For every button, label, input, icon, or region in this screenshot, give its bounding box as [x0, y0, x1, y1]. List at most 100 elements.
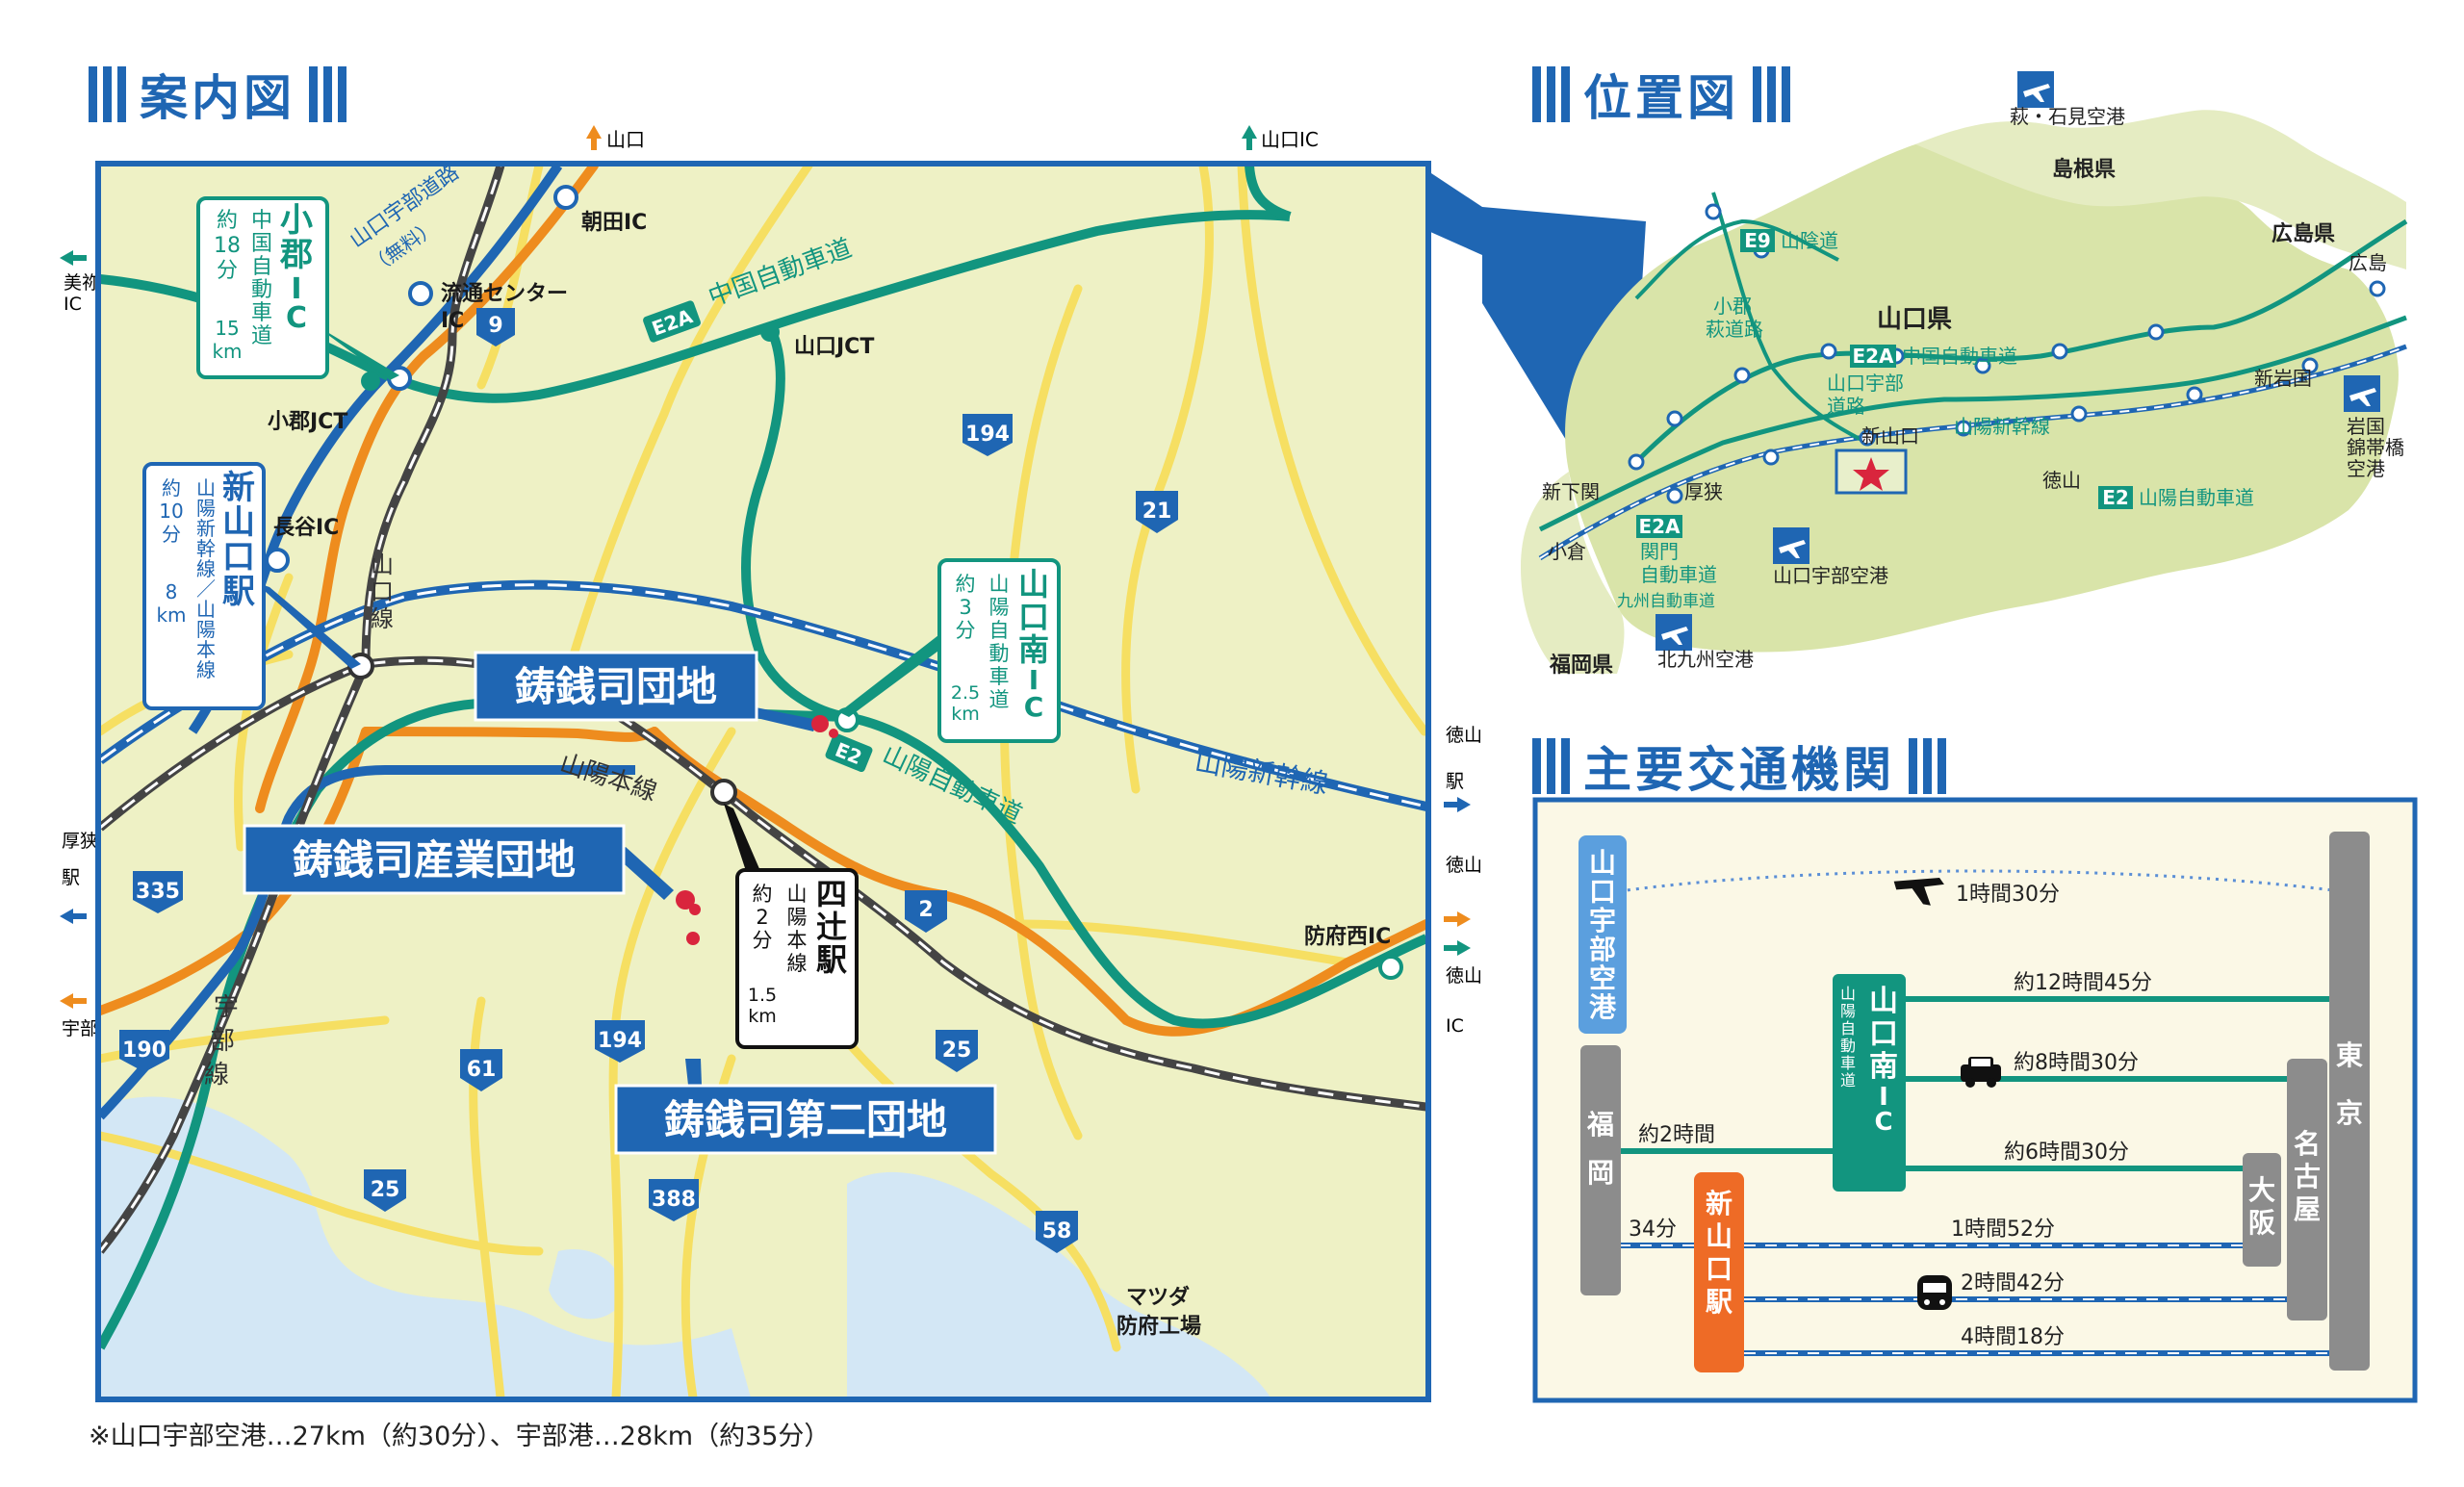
- char: 部: [1589, 934, 1616, 965]
- route-shields: 9 194 21 2 335 190 61 194 25 388 25 58: [119, 308, 1178, 1253]
- char: 山: [787, 883, 808, 906]
- callout-sub: 山 陽 自 動 車 道 約 3 分 2.5 km: [951, 573, 1010, 725]
- arrow-left-ube: 宇部: [60, 993, 98, 1039]
- char: 分: [956, 619, 976, 642]
- char: 線: [196, 658, 216, 681]
- char: 陽: [196, 618, 216, 641]
- callout-title: 小 郡 I C: [279, 201, 313, 335]
- transport-diagram: 1時間30分 約12時間45分 約8時間30分 約2時間 約6時間30分 34分…: [1532, 797, 2418, 1403]
- estate-markers: [676, 715, 838, 945]
- ube-road-loc-label-2: 道路: [1827, 395, 1865, 418]
- loc-route-labels: E9 山陰道 小郡 萩道路 E2A 中国自動車道 山口宇部 道路 山陽新幹線 E…: [1617, 229, 2254, 611]
- callout-yotsutsuji: 四 辻 駅 山 陽 本 線 約 2 分 1.5 km: [735, 868, 859, 1049]
- kyushu-label: 九州自動車道: [1617, 592, 1715, 611]
- char: 山: [222, 503, 255, 542]
- char: 駅: [816, 941, 847, 978]
- suzenji-marker-2: [829, 729, 838, 738]
- jct-connector: [741, 324, 848, 722]
- shin-iwakuni-label: 新岩国: [2254, 367, 2312, 390]
- char: 自: [1840, 1019, 1856, 1038]
- char: 南: [1869, 1050, 1898, 1084]
- arrow-label: 山口IC: [1261, 128, 1319, 151]
- kokura-label: 小倉: [1548, 540, 1586, 563]
- fukuoka-pref-label: 福岡県: [1549, 654, 1613, 678]
- char: 陽: [1840, 1002, 1856, 1020]
- guide-map: 山口 山口IC 美祢 IC 厚狭 駅 宇部 徳山 駅 徳山: [60, 125, 1482, 1402]
- char: 分: [162, 523, 181, 546]
- char: I: [291, 272, 301, 306]
- time-car-nagoya: 約8時間30分: [2014, 1051, 2139, 1075]
- suzenji-sangyo-marker: [676, 890, 695, 910]
- char: 辻: [816, 909, 847, 945]
- arrow-label: IC: [1446, 1015, 1464, 1037]
- char: 線: [196, 557, 216, 580]
- shinkansen-loc-label: 山陽新幹線: [1954, 415, 2050, 438]
- shimane-hiroshima-land: [1915, 110, 2406, 269]
- char: 宇: [1589, 905, 1616, 936]
- nagatani-ic-label: 長谷IC: [273, 516, 339, 540]
- shield-58: 58: [1036, 1211, 1078, 1253]
- guide-map-title: 案内図: [140, 70, 295, 126]
- sanin-label: 山陰道: [1781, 229, 1838, 252]
- shield-194b: 194: [595, 1020, 645, 1063]
- kitakyushu-airport-label: 北九州空港: [1657, 648, 1754, 671]
- callout-title: 新 山 口 駅: [222, 469, 255, 611]
- char: 約: [217, 209, 238, 233]
- yamaguchi-jct-label: 山口JCT: [794, 335, 874, 359]
- callout-title: 四 辻 駅: [816, 876, 847, 978]
- airplane-icon: [2344, 375, 2380, 412]
- shield-text: 25: [371, 1178, 400, 1202]
- char: 岡: [1587, 1157, 1614, 1189]
- char: 小: [280, 201, 313, 240]
- char: 口: [222, 538, 255, 577]
- zoom-wedge: [1428, 171, 1482, 255]
- location-map: 萩・石見空港 島根県 広島県 広島 山口県 新岩国 岩国 錦帯橋 空港 新山口 …: [1482, 71, 2408, 678]
- char: 山: [196, 476, 216, 500]
- shield-text: 9: [488, 314, 502, 338]
- char: 古: [2294, 1161, 2321, 1192]
- airplane-icon: [1656, 614, 1692, 651]
- transport-heading: 主要交通機関: [1532, 731, 1946, 801]
- char: 道: [989, 688, 1010, 711]
- char: 動: [251, 278, 272, 302]
- shield-text: 21: [1142, 500, 1172, 524]
- mazda-label-2: 防府工場: [1116, 1314, 1201, 1339]
- char: 15: [215, 317, 239, 340]
- iwakuni-label: 岩国: [2347, 415, 2385, 438]
- char: 本: [787, 929, 808, 952]
- shield-text: 2: [918, 898, 933, 922]
- char: 中: [251, 209, 272, 233]
- char: 幹: [196, 537, 216, 560]
- char: 動: [1840, 1037, 1856, 1055]
- shinyamaguchi-loc-label: 新山口: [1861, 424, 1919, 448]
- arrow-right-tokuyama: 徳山: [1444, 855, 1482, 927]
- callout-title: 山 口 南 I C: [1018, 566, 1049, 723]
- car-icon: [1961, 1057, 2001, 1088]
- yamaguchi-line-label: 山 口 線: [371, 551, 394, 632]
- line-char: 線: [204, 1061, 229, 1090]
- char: 車: [251, 301, 272, 325]
- char: 東: [2336, 1039, 2363, 1071]
- char: 約: [956, 573, 976, 596]
- time-air: 1時間30分: [1956, 883, 2060, 907]
- shield-190: 190: [119, 1030, 169, 1072]
- shield-335: 335: [133, 871, 183, 913]
- char: 自: [251, 255, 272, 279]
- arrow-label: 徳山西: [1446, 965, 1482, 987]
- char: ／: [196, 577, 216, 601]
- shield-text: 194: [965, 423, 1010, 447]
- char: 約: [162, 476, 181, 500]
- ube-road-loc-label: 山口宇部: [1827, 372, 1904, 395]
- shield-61: 61: [460, 1049, 502, 1091]
- arrow-label: 山口: [606, 128, 645, 151]
- char: 山: [1018, 566, 1049, 602]
- char: km: [951, 704, 980, 725]
- char: 郡: [279, 236, 313, 274]
- hiroshima-pref-label: 広島県: [2272, 221, 2335, 246]
- bar-tokyo: 東 京: [2329, 832, 2370, 1371]
- map-edge-arrows: 山口 山口IC 美祢 IC 厚狭 駅 宇部 徳山 駅 徳山: [60, 125, 1482, 1039]
- char: 約: [753, 883, 773, 906]
- shield-text: 58: [1042, 1219, 1072, 1243]
- shield-text: 335: [136, 880, 180, 904]
- shield-text: 61: [467, 1058, 497, 1082]
